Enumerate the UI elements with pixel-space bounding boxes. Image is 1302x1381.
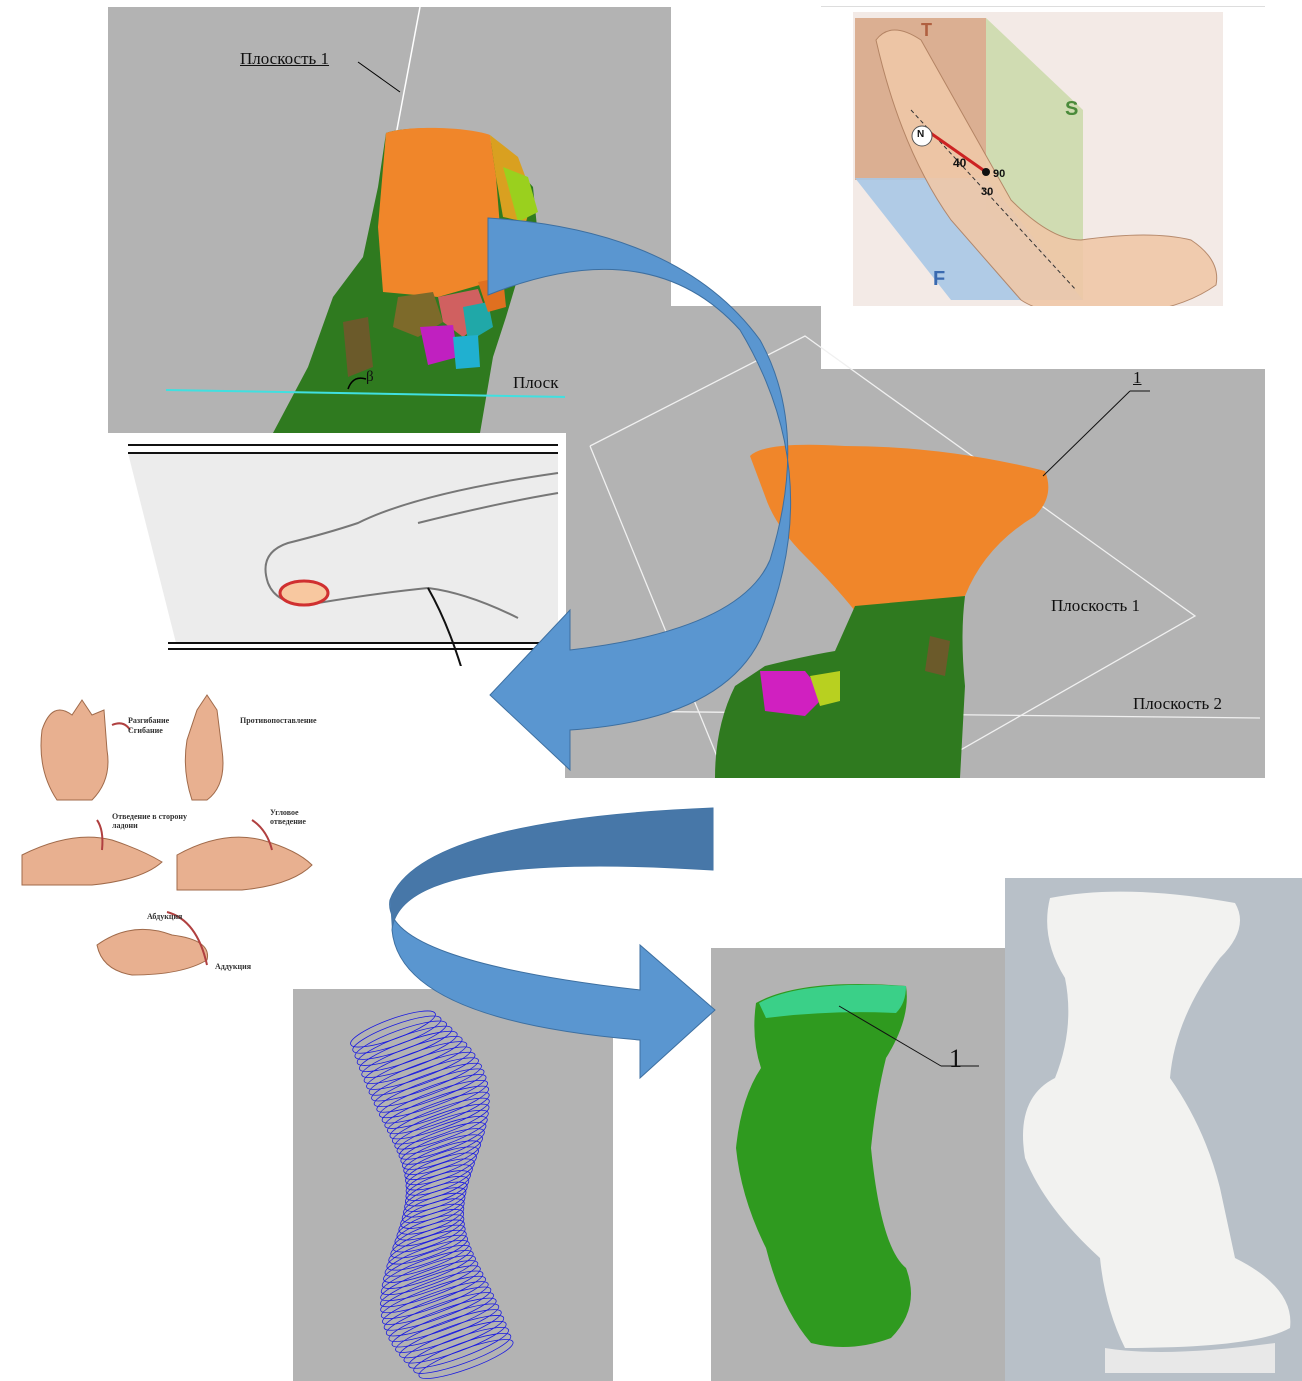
- angle-90-label: 90: [993, 168, 1005, 180]
- wire-contour: [363, 1040, 474, 1097]
- wire-contour: [379, 1244, 477, 1296]
- abduction-label: Абдукция: [147, 912, 182, 921]
- wire-contour: [361, 1035, 470, 1091]
- label-1-top: 1: [1133, 368, 1142, 388]
- opposition-label: Противопоставление: [240, 716, 317, 725]
- finger-sketch-panel: [118, 433, 566, 666]
- thumb-movements-illustration: [12, 690, 334, 988]
- plane-2-label-partial: Плоск: [513, 373, 559, 393]
- wireframe-panel: [293, 989, 613, 1381]
- plane-1-label: Плоскость 1: [240, 49, 329, 69]
- plane-2-label-c: Плоскость 2: [1133, 694, 1222, 714]
- wire-contour: [356, 1024, 460, 1078]
- label-1-bottom: 1: [949, 1044, 962, 1074]
- abduction-palm-label: Отведение в сторону ладони: [112, 812, 192, 830]
- bone-planes-panel: 1 Плоскость 1 Плоскость 2: [565, 306, 1265, 778]
- wire-contour: [416, 1333, 517, 1381]
- plane-s-label: S: [1065, 98, 1078, 121]
- angle-40-label: 40: [953, 156, 966, 170]
- green-model-illustration: [711, 948, 1006, 1381]
- printed-model-photo-panel: [1005, 878, 1302, 1381]
- n-axis-label: N: [917, 129, 924, 140]
- wire-contour: [366, 1045, 479, 1102]
- wire-contour: [382, 1234, 473, 1283]
- wireframe-illustration: [293, 989, 613, 1381]
- thumb-movements-panel: Разгибание Сгибание Противопоставление О…: [12, 690, 334, 988]
- wire-contour: [405, 1320, 511, 1375]
- green-model-panel: 1: [711, 948, 1006, 1381]
- wire-contour: [358, 1029, 465, 1084]
- wire-contour: [410, 1326, 514, 1380]
- finger-sketch-illustration: [118, 433, 566, 666]
- arrow-shadow: [390, 808, 713, 930]
- wire-contour: [401, 1314, 510, 1370]
- angle-beta-label: β: [366, 369, 374, 386]
- angle-30-label: 30: [981, 186, 993, 198]
- plane-f-label: F: [933, 268, 945, 291]
- plane-t-label: T: [921, 20, 932, 41]
- wire-contour: [394, 1109, 491, 1161]
- plane-1-label-c: Плоскость 1: [1051, 596, 1140, 616]
- extension-label: Разгибание: [128, 716, 169, 725]
- wire-contour: [396, 1308, 507, 1365]
- angular-abduction-label: Угловое отведение: [270, 808, 330, 826]
- wire-contour: [392, 1302, 504, 1359]
- flexion-label: Сгибание: [128, 726, 163, 735]
- printed-model-illustration: [1005, 878, 1302, 1381]
- adduction-label: Аддукция: [215, 962, 251, 971]
